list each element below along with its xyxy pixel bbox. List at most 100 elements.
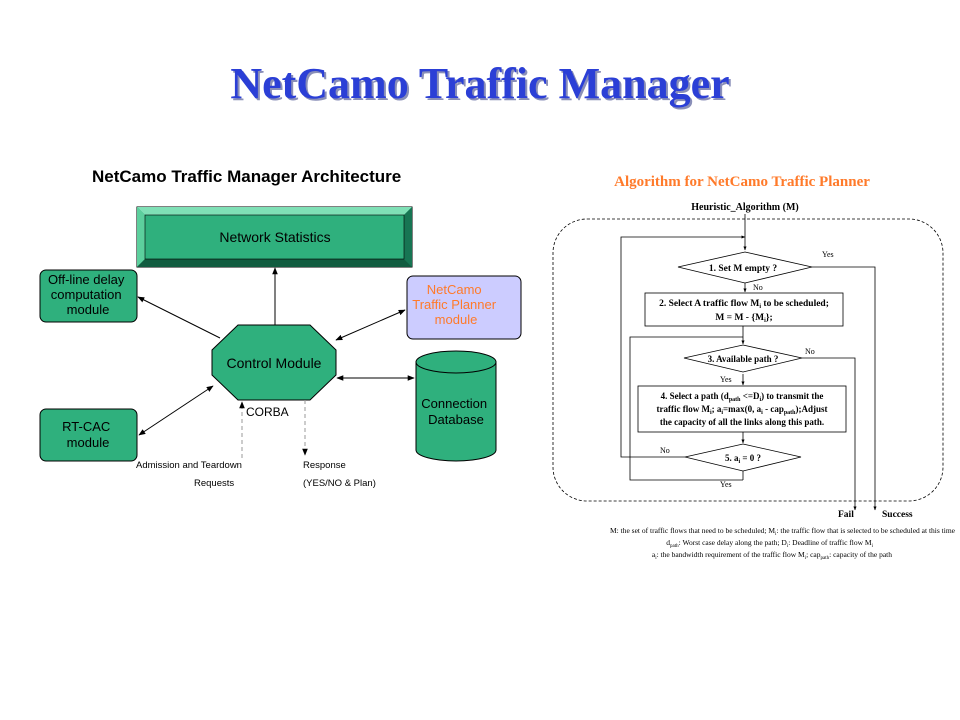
step1-no: No [753, 283, 763, 292]
svg-text:2. Select A traffic flow Mi to: 2. Select A traffic flow Mi to be schedu… [659, 299, 829, 310]
legend-3a: a [652, 550, 656, 559]
svg-text:NetCamo Traffic Planner: NetCamo Traffic Planner module [412, 282, 499, 327]
rtcac-line-1: RT-CAC [62, 419, 110, 434]
step1-label: 1. Set M empty ? [709, 264, 778, 274]
step5-b: = 0 ? [740, 453, 761, 463]
step4-c: ) to transmit the [761, 391, 823, 401]
legend-2-sub-b: i [787, 544, 789, 549]
legend-1-sub: i [775, 532, 777, 537]
svg-text:ai: the bandwidth requirement: ai: the bandwidth requirement of the tra… [652, 550, 892, 561]
svg-text:Response (YES/NO & Plan): Response (YES/NO & Plan) [303, 460, 376, 489]
step4-sub-a: path [729, 397, 741, 403]
db-line-2: Database [428, 412, 484, 427]
step5-a: 5. a [725, 453, 739, 463]
step3-label: 3. Available path ? [708, 354, 779, 364]
arrow-control-to-offline [137, 296, 221, 339]
step3-yes: Yes [720, 375, 732, 384]
step1-decision: 1. Set M empty ? [677, 251, 813, 284]
control-module: Control Module [211, 324, 337, 401]
step4-f: =max(0, a [723, 404, 762, 414]
step2-b: to be scheduled; [761, 299, 829, 309]
algorithm-frame [552, 218, 944, 502]
step2-a: 2. Select A traffic flow M [659, 299, 759, 309]
step4-g: - cap [763, 404, 784, 414]
offline-line-1: Off-line delay [48, 272, 125, 287]
connection-database: Connection Database [415, 350, 497, 462]
network-statistics-label: Network Statistics [219, 229, 330, 245]
admission-line-2: Requests [194, 478, 234, 489]
arrow-control-planner [335, 309, 406, 341]
offline-delay-module: Off-line delay computation module [39, 269, 138, 323]
offline-line-3: module [67, 302, 110, 317]
step4-sub-f: i [761, 410, 763, 416]
algorithm-heading: Algorithm for NetCamo Traffic Planner [614, 174, 870, 190]
step4-box: 4. Select a path (dpath <=Di) to transmi… [637, 385, 847, 433]
step2-sub-a: i [759, 304, 761, 310]
legend-3-sub-b: i [805, 556, 807, 561]
svg-text:5. ai = 0 ?: 5. ai = 0 ? [725, 453, 761, 465]
step5-sub: i [738, 459, 740, 465]
legend-2c: : Deadline of traffic flow M [788, 538, 872, 547]
svg-text:RT-CAC module: RT-CAC module [62, 419, 114, 450]
step4-sub-b: i [760, 397, 762, 403]
step4-sub-d: i [710, 410, 712, 416]
arrow-control-rtcac [138, 385, 214, 436]
slide-title: NetCamo Traffic Manager [230, 59, 730, 108]
legend-1b: : the traffic flow that is selected to b… [776, 526, 955, 535]
step2-d: }; [766, 313, 773, 323]
algorithm-start-label: Heuristic_Algorithm (M) [691, 202, 798, 213]
legend-2-sub-a: path [670, 544, 679, 549]
step4-d: traffic flow M [656, 404, 710, 414]
legend-2a: d [666, 538, 670, 547]
step2-sub-c: i [764, 318, 766, 324]
legend-3-sub-a: i [655, 556, 657, 561]
step5-yes: Yes [720, 480, 732, 489]
step4-h: );Adjust [796, 404, 828, 414]
svg-text:dpath: Worst case delay along: dpath: Worst case delay along the path; … [666, 538, 873, 549]
step4-line-3: the capacity of all the links along this… [660, 417, 824, 427]
svg-text:Off-line delay computati: Off-line delay computation module [48, 272, 128, 317]
control-module-label: Control Module [227, 355, 322, 371]
success-label: Success [882, 510, 913, 520]
legend-3c: ; cap [806, 550, 821, 559]
response-line-1: Response [303, 460, 346, 471]
step4-b: <=D [740, 391, 760, 401]
step2-c: M = M - {M [715, 313, 764, 323]
step4-sub-e: i [721, 410, 723, 416]
planner-line-1: NetCamo [427, 282, 482, 297]
svg-text:M: the set of traffic flows th: M: the set of traffic flows that need to… [610, 526, 956, 537]
step3-no: No [805, 347, 815, 356]
step3-decision: 3. Available path ? [683, 344, 803, 373]
svg-text:Admission and Teardown Req: Admission and Teardown Requests [136, 460, 245, 489]
planner-module: NetCamo Traffic Planner module [406, 275, 522, 340]
step5-decision: 5. ai = 0 ? [684, 443, 802, 472]
offline-line-2: computation [51, 287, 122, 302]
step4-e: ; a [712, 404, 722, 414]
db-line-1: Connection [421, 396, 487, 411]
svg-text:4. Select a path (dpath <=Di): 4. Select a path (dpath <=Di) to transmi… [661, 391, 824, 403]
step4-sub-g: path [784, 410, 796, 416]
svg-text:Connection Database: Connection Database [421, 396, 490, 427]
response-line-2: (YES/NO & Plan) [303, 478, 376, 489]
legend-2b: : Worst case delay along the path; D [679, 538, 788, 547]
step2-box: 2. Select A traffic flow Mi to be schedu… [644, 292, 844, 327]
legend-3d: : capacity of the path [829, 550, 892, 559]
planner-line-3: module [435, 312, 478, 327]
svg-text:traffic flow Mi; ai=max(0, ai: traffic flow Mi; ai=max(0, ai - cappath)… [656, 404, 827, 416]
admission-line-1: Admission and Teardown [136, 460, 242, 471]
network-statistics-box: Network Statistics [136, 206, 413, 268]
legend-2-sub-c: i [872, 544, 874, 549]
planner-line-2: Traffic Planner [412, 297, 496, 312]
rtcac-line-2: module [67, 435, 110, 450]
legend-3-sub-c: path [821, 556, 830, 561]
fail-label: Fail [838, 510, 854, 520]
legend-1a: M: the set of traffic flows that need to… [610, 526, 775, 535]
svg-text:M = M - {Mi};: M = M - {Mi}; [715, 313, 772, 324]
step5-no: No [660, 446, 670, 455]
legend-3b: : the bandwidth requirement of the traff… [657, 550, 805, 559]
step1-yes: Yes [822, 250, 834, 259]
rtcac-module: RT-CAC module [39, 408, 138, 462]
architecture-heading: NetCamo Traffic Manager Architecture [92, 167, 401, 186]
step4-a: 4. Select a path (d [661, 391, 729, 401]
